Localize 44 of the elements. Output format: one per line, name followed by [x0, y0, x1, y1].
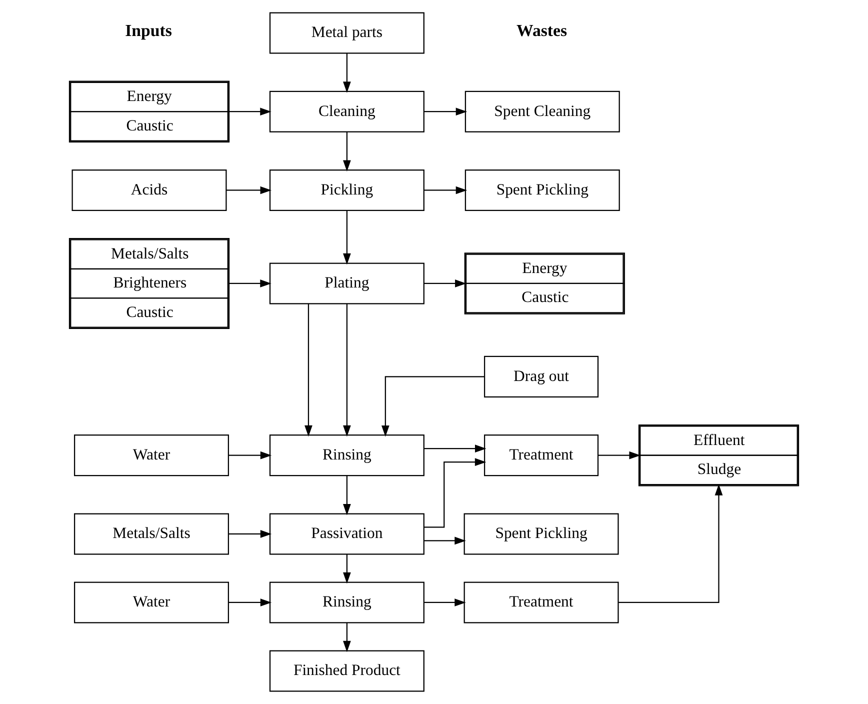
- node-box: Treatment: [464, 582, 619, 624]
- node-box: Water: [74, 434, 229, 476]
- node-box: Spent Pickling: [464, 169, 620, 212]
- arrow: [343, 623, 351, 652]
- node-box: Metal parts: [269, 12, 424, 54]
- label: Inputs: [125, 20, 172, 40]
- node-box: Acids: [72, 169, 227, 212]
- arrow: [424, 458, 486, 528]
- arrow: [343, 132, 351, 172]
- node-box: Spent Cleaning: [464, 90, 620, 132]
- node-box: Rinsing: [269, 434, 424, 476]
- node-box: Passivation: [269, 513, 424, 555]
- arrow: [424, 598, 466, 606]
- arrow: [228, 598, 272, 606]
- node-box: Rinsing: [269, 582, 424, 624]
- node-box: Water: [74, 582, 229, 624]
- node-box: Pickling: [269, 169, 424, 212]
- arrow: [424, 280, 466, 288]
- node-box: Finished Product: [269, 650, 424, 692]
- node-box: Cleaning: [269, 90, 424, 132]
- arrow: [424, 186, 468, 194]
- label: Wastes: [516, 20, 568, 40]
- arrow: [304, 304, 312, 437]
- arrow: [229, 280, 272, 288]
- arrow: [381, 376, 484, 437]
- node-box: Plating: [269, 262, 424, 304]
- arrow: [424, 444, 486, 453]
- arrow: [343, 53, 351, 93]
- arrow: [228, 530, 272, 538]
- arrow: [226, 186, 272, 194]
- arrow: [229, 108, 272, 116]
- arrow: [343, 476, 351, 516]
- arrow: [343, 554, 351, 584]
- arrow: [618, 484, 723, 604]
- node-box: Spent Pickling: [464, 513, 619, 555]
- node-box: Treatment: [484, 434, 599, 476]
- arrow: [598, 451, 640, 460]
- arrow: [424, 108, 468, 116]
- arrow: [343, 210, 351, 265]
- arrow: [343, 304, 351, 437]
- node-box: Metals/Salts: [74, 513, 229, 555]
- arrow: [424, 536, 466, 545]
- arrow: [228, 451, 272, 460]
- node-box: Drag out: [484, 356, 599, 398]
